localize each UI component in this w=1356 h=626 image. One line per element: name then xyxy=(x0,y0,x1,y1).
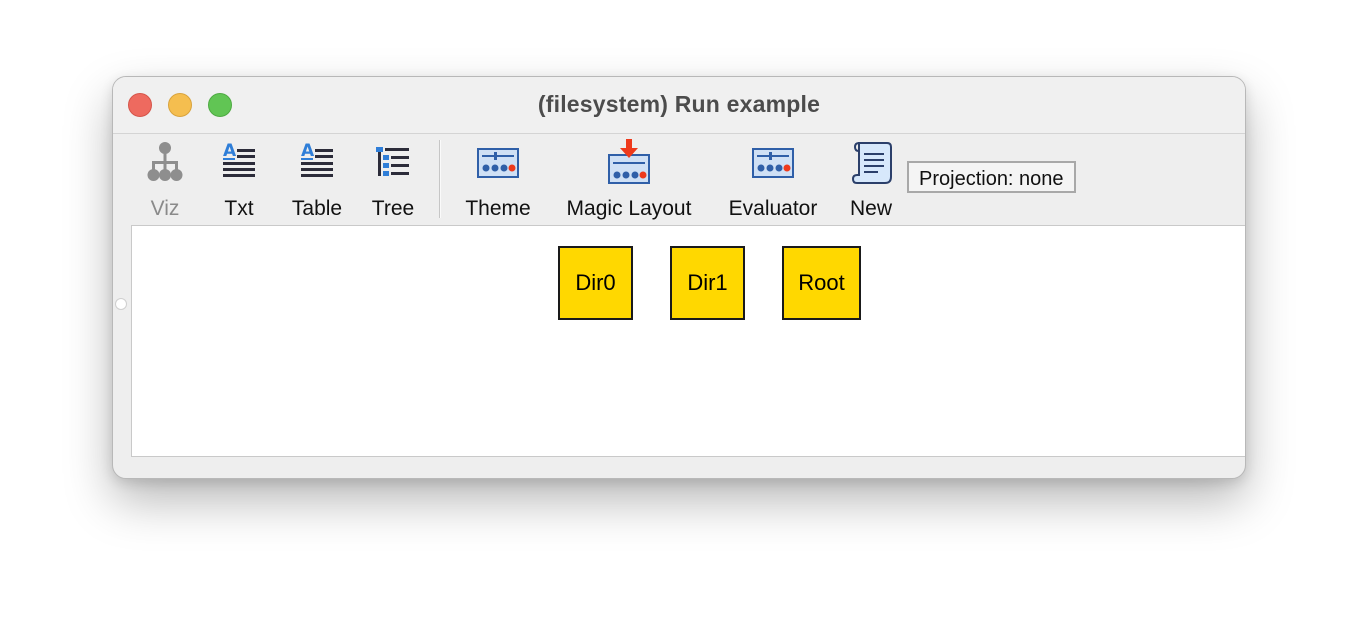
table-button[interactable]: A Table xyxy=(285,139,349,223)
viz-button[interactable]: Viz xyxy=(137,139,193,223)
sliders-panel-icon xyxy=(477,148,519,178)
new-button-label: New xyxy=(849,197,892,220)
graph-node-root[interactable]: Root xyxy=(782,246,861,320)
app-window: (filesystem) Run example Viz xyxy=(112,76,1246,479)
magic-layout-button[interactable]: Magic Layout xyxy=(557,139,701,223)
tree-list-icon xyxy=(376,147,409,176)
tree-button-label: Tree xyxy=(371,197,415,220)
sliders-panel-down-arrow-icon xyxy=(608,139,650,184)
minimize-window-button[interactable] xyxy=(168,93,192,117)
graph-node-dir0[interactable]: Dir0 xyxy=(558,246,633,320)
svg-text:A: A xyxy=(223,141,237,161)
tree-graph-icon xyxy=(147,142,183,181)
projection-dropdown[interactable]: Projection: none xyxy=(907,161,1076,193)
toolbar-separator xyxy=(439,140,441,218)
theme-button-label: Theme xyxy=(465,197,531,220)
txt-button-label: Txt xyxy=(224,197,254,220)
graph-canvas: Dir0 Dir1 Root xyxy=(131,225,1245,457)
text-document-icon: A xyxy=(223,141,255,177)
graph-node-dir1[interactable]: Dir1 xyxy=(670,246,745,320)
theme-button[interactable]: Theme xyxy=(459,139,537,223)
txt-button[interactable]: A Txt xyxy=(213,139,265,223)
sliders-panel-icon xyxy=(752,148,794,178)
table-button-label: Table xyxy=(291,197,343,220)
evaluator-button-label: Evaluator xyxy=(728,197,818,220)
text-table-icon: A xyxy=(301,141,333,177)
svg-text:A: A xyxy=(301,141,315,161)
split-pane-handle[interactable] xyxy=(115,298,127,310)
new-button[interactable]: New xyxy=(841,139,901,223)
evaluator-button[interactable]: Evaluator xyxy=(719,139,827,223)
window-title: (filesystem) Run example xyxy=(537,91,821,117)
scroll-document-icon xyxy=(851,142,892,184)
magic-layout-button-label: Magic Layout xyxy=(566,197,692,220)
tree-button[interactable]: Tree xyxy=(367,139,419,223)
toolbar: Viz A Txt A xyxy=(113,134,1245,225)
title-bar: (filesystem) Run example xyxy=(113,77,1245,134)
close-window-button[interactable] xyxy=(128,93,152,117)
viz-button-label: Viz xyxy=(150,197,180,220)
zoom-window-button[interactable] xyxy=(208,93,232,117)
